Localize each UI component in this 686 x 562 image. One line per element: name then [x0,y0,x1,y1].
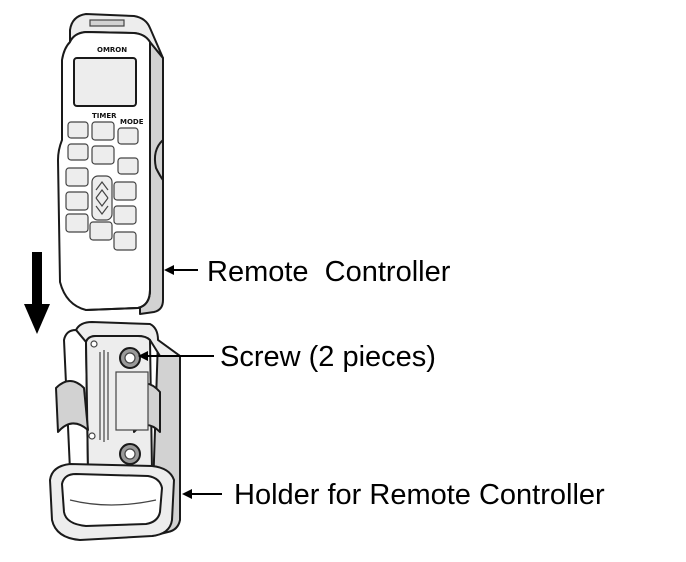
label-screw: Screw (2 pieces) [220,341,436,373]
screw-bottom [119,443,141,465]
leader-screw [138,351,214,361]
remote-controller: OMRON TIMER MODE [57,13,164,315]
up-down-rocker [91,175,113,221]
lcd-screen [73,57,137,107]
leader-holder [182,489,222,499]
remote-brand-text: OMRON [97,46,127,54]
label-remote-controller: Remote Controller [207,256,451,288]
remote-side-text: MODE [120,118,144,126]
label-holder: Holder for Remote Controller [234,479,605,511]
remote-buttons [65,121,139,251]
remote-panel-text: TIMER [92,112,117,120]
left-clip [55,380,89,433]
screw-top [119,347,141,369]
insert-direction-arrow [24,252,50,334]
ir-window [89,19,125,27]
remote-holder [49,321,181,541]
leader-remote [164,265,198,275]
